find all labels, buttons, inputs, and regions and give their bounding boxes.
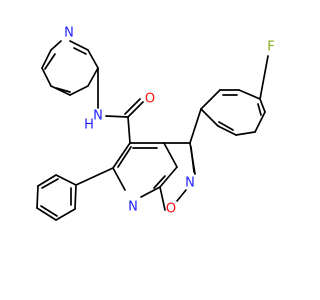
atom-label-amide-n: N — [93, 109, 103, 124]
bond-line-10 — [44, 53, 56, 70]
bond-line-9 — [73, 47, 87, 55]
bond-line-41 — [257, 103, 262, 116]
bond-line-11 — [55, 87, 71, 93]
bond-line-38 — [217, 125, 237, 136]
bond-line-19 — [159, 166, 178, 188]
bond-line-24 — [153, 175, 166, 189]
atom-label-pyridine-n: N — [64, 26, 74, 41]
bond-line-37 — [235, 131, 256, 136]
bond-line-43 — [259, 55, 269, 100]
bond-line-32 — [200, 89, 221, 110]
bond-line-2 — [87, 49, 99, 69]
bond-line-45 — [55, 174, 77, 186]
bond-line-39 — [200, 108, 219, 127]
bond-line-30 — [190, 146, 195, 173]
bond-line-49 — [55, 208, 76, 221]
bond-line-48 — [36, 207, 57, 221]
bond-line-28 — [176, 189, 187, 202]
bond-line-36 — [254, 111, 266, 133]
bond-line-35 — [259, 98, 266, 113]
bond-line-44 — [75, 167, 114, 186]
bond-line-34 — [238, 89, 261, 100]
bond-line-8 — [50, 40, 62, 51]
bond-line-14 — [127, 101, 144, 118]
bond-line-51 — [41, 178, 59, 189]
atom-label-carbonyl-o: O — [145, 92, 155, 107]
bond-line-15 — [124, 98, 141, 115]
bond-line-16 — [127, 116, 131, 144]
molecule-structure-diagram: N N H O F N O N — [36, 26, 275, 221]
atom-label-isoxazole-o: O — [166, 202, 176, 217]
bond-line-52 — [40, 205, 58, 217]
bond-line-46 — [37, 174, 57, 187]
bond-line-18 — [163, 142, 178, 168]
atom-label-isoxazole-n: N — [185, 176, 195, 191]
atom-label-core-pyridine-n: N — [128, 200, 138, 215]
bond-line-25 — [117, 146, 132, 168]
atom-label-amide-h: H — [84, 118, 94, 133]
bond-line-31 — [189, 108, 202, 144]
bond-line-5 — [50, 85, 71, 96]
bond-line-29 — [159, 186, 166, 211]
bond-line-3 — [87, 67, 99, 87]
bond-lines — [36, 40, 269, 221]
bond-line-50 — [74, 184, 77, 210]
bond-line-20 — [140, 186, 161, 198]
bond-line-42 — [218, 121, 234, 131]
bond-line-13 — [105, 115, 129, 118]
bond-line-6 — [41, 67, 52, 87]
atom-label-fluorine: F — [267, 40, 274, 55]
bond-line-7 — [41, 49, 52, 69]
bond-line-47 — [36, 185, 39, 209]
bond-line-4 — [69, 85, 89, 96]
bond-line-1 — [69, 40, 89, 51]
bond-line-22 — [112, 142, 131, 169]
atom-labels: N N H O F N O N — [64, 26, 275, 217]
bond-line-21 — [112, 167, 126, 191]
